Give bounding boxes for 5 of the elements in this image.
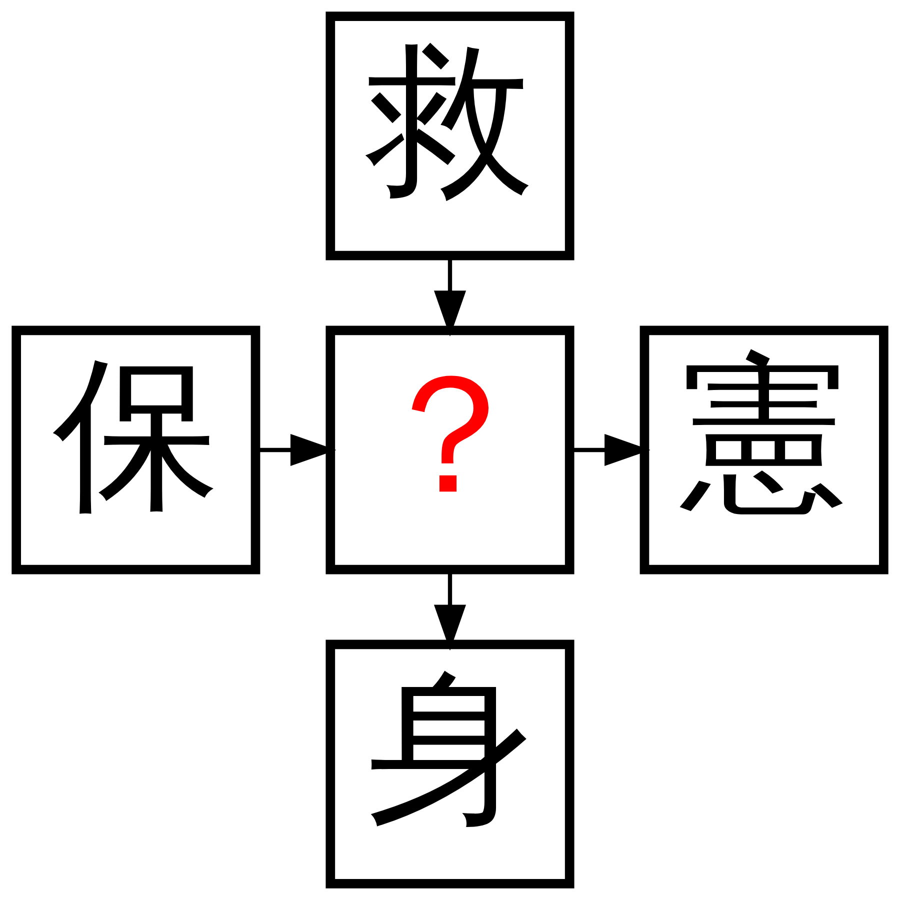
node-box: 救 — [326, 12, 574, 260]
node-box: ？ — [326, 326, 574, 574]
node-box: 身 — [326, 640, 574, 888]
node-box: 保 — [12, 326, 260, 574]
node-box: 憲 — [640, 326, 888, 574]
